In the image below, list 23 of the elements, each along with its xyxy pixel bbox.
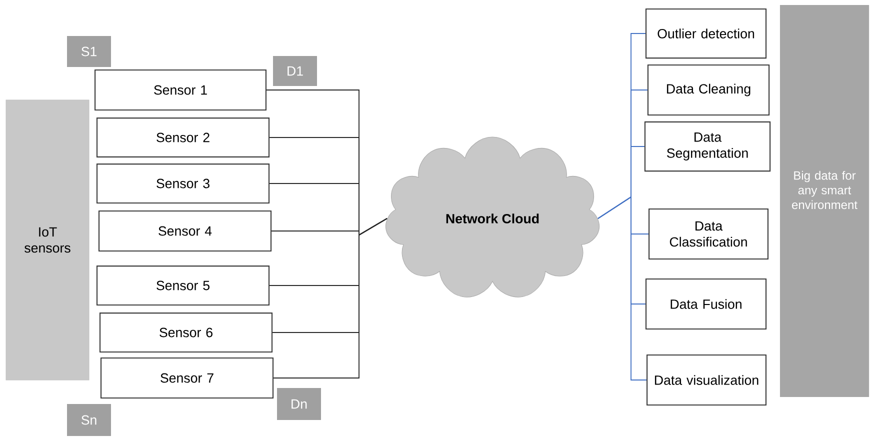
connector-line [598, 196, 647, 380]
tag-box: Dn [277, 388, 321, 420]
side-panel: IoT sensors [6, 100, 90, 380]
node-label: Big data for any smart environment [792, 170, 858, 210]
process-box: Sensor 7 [100, 357, 274, 399]
process-box: Data Segmentation [644, 121, 771, 172]
network-cloud: Network Cloud [385, 136, 600, 298]
connector-line [273, 218, 388, 378]
process-box: Data Classification [648, 208, 768, 260]
tag-box: D1 [273, 56, 317, 86]
process-box: Data visualization [646, 354, 766, 406]
process-box: Sensor 6 [99, 312, 273, 352]
process-box: Sensor 5 [96, 266, 270, 306]
side-panel [780, 5, 870, 397]
process-box: Data Fusion [645, 278, 767, 330]
process-box: Sensor 1 [94, 69, 266, 111]
process-box: Sensor 2 [96, 118, 270, 158]
tag-box: Sn [67, 404, 111, 436]
process-box: Outlier detection [645, 8, 767, 59]
process-box: Sensor 3 [96, 164, 270, 204]
process-box: Sensor 4 [98, 210, 272, 252]
process-box: Data Cleaning [647, 64, 770, 116]
tag-box: S1 [67, 36, 111, 67]
